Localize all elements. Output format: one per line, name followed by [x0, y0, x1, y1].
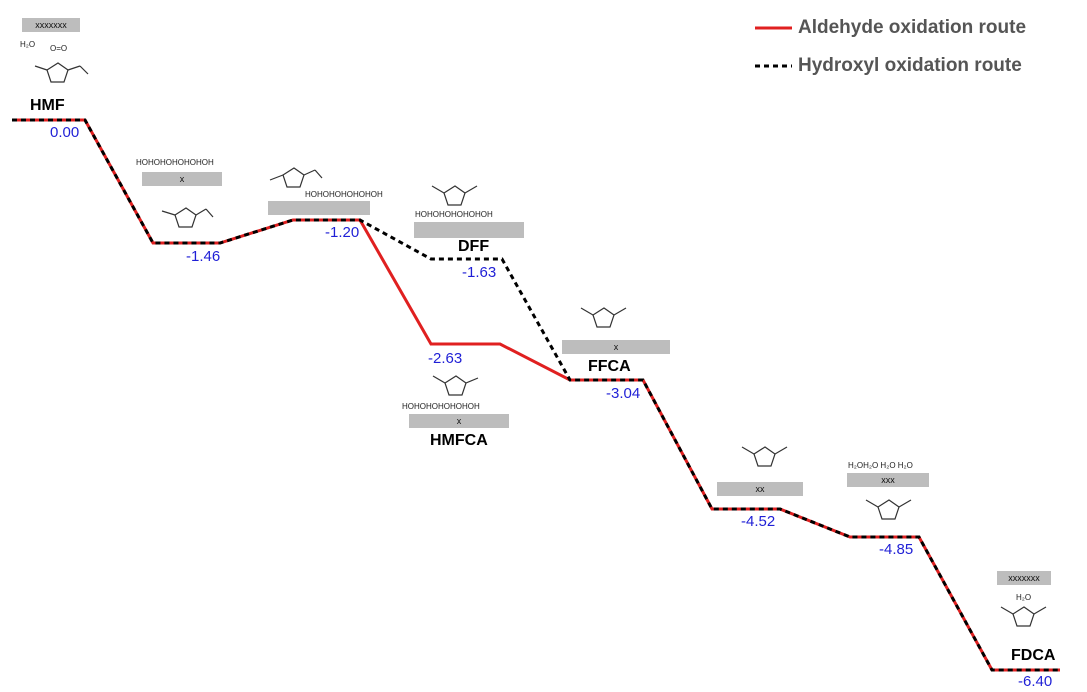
water-485: H₂OH₂O H₂O H₂O: [848, 461, 913, 470]
energy-1: -1.46: [186, 248, 221, 265]
slab-452: [717, 482, 803, 496]
label-hmfca: HMFCA: [430, 432, 488, 449]
legend-aldehyde-label: Aldehyde oxidation route: [798, 17, 1027, 38]
slab-ffca: [562, 340, 670, 354]
hydroxyl-route-path: [12, 118, 1060, 672]
hydroxyls-hmfca: HOHOHOHOHOHOH: [402, 402, 480, 411]
slab-hmf-label: xxxxxxx: [35, 20, 67, 30]
slab-fdca: [997, 571, 1051, 585]
hydroxyls-2: HOHOHOHOHOHOH: [305, 190, 383, 199]
energy-485: -4.85: [879, 541, 914, 558]
label-ffca: FFCA: [588, 358, 631, 375]
dff-molecule: [431, 185, 478, 206]
label-dff: DFF: [458, 238, 490, 255]
slab-fdca-label: xxxxxxx: [1008, 573, 1040, 583]
water-fdca: H₂O: [1016, 593, 1032, 602]
energy-0: 0.00: [50, 124, 80, 141]
slab-485-label: xxx: [881, 475, 895, 485]
oxygen-label: O=O: [50, 44, 68, 53]
slab-hmfca-label: x: [456, 416, 462, 426]
energy-ffca: -3.04: [606, 385, 641, 402]
energy-hmfca: -2.63: [428, 350, 463, 367]
molecule-2: [269, 167, 323, 188]
label-fdca: FDCA: [1011, 647, 1056, 664]
slab-1-label: x: [179, 174, 185, 184]
slab-485: [847, 473, 929, 487]
energy-2: -1.20: [325, 224, 360, 241]
slab-ffca-label: x: [613, 342, 619, 352]
hmf-molecule: [34, 62, 89, 83]
slab-hmf: [22, 18, 80, 32]
slab-1: [142, 172, 222, 186]
ffca-molecule: [580, 307, 627, 328]
slab-2: [268, 201, 370, 215]
energy-452: -4.52: [741, 513, 776, 530]
label-hmf: HMF: [30, 97, 65, 114]
hydroxyls-dff: HOHOHOHOHOHOH: [415, 210, 493, 219]
water-label: H₂O: [20, 40, 36, 49]
hydroxyls-1: HOHOHOHOHOHOH: [136, 158, 214, 167]
fdca-molecule: [1000, 606, 1047, 627]
molecule-1: [161, 207, 214, 228]
aldehyde-route-path: [12, 118, 1060, 672]
slab-452-label: xx: [755, 484, 765, 494]
hmfca-molecule: [432, 375, 479, 396]
molecule-485: [865, 499, 912, 520]
molecule-452: [741, 446, 788, 467]
slab-hmfca: [409, 414, 509, 428]
energy-dff: -1.63: [462, 264, 497, 281]
slab-dff: [414, 222, 524, 238]
energy-fdca: -6.40: [1018, 673, 1053, 690]
legend-hydroxyl-label: Hydroxyl oxidation route: [798, 55, 1022, 76]
